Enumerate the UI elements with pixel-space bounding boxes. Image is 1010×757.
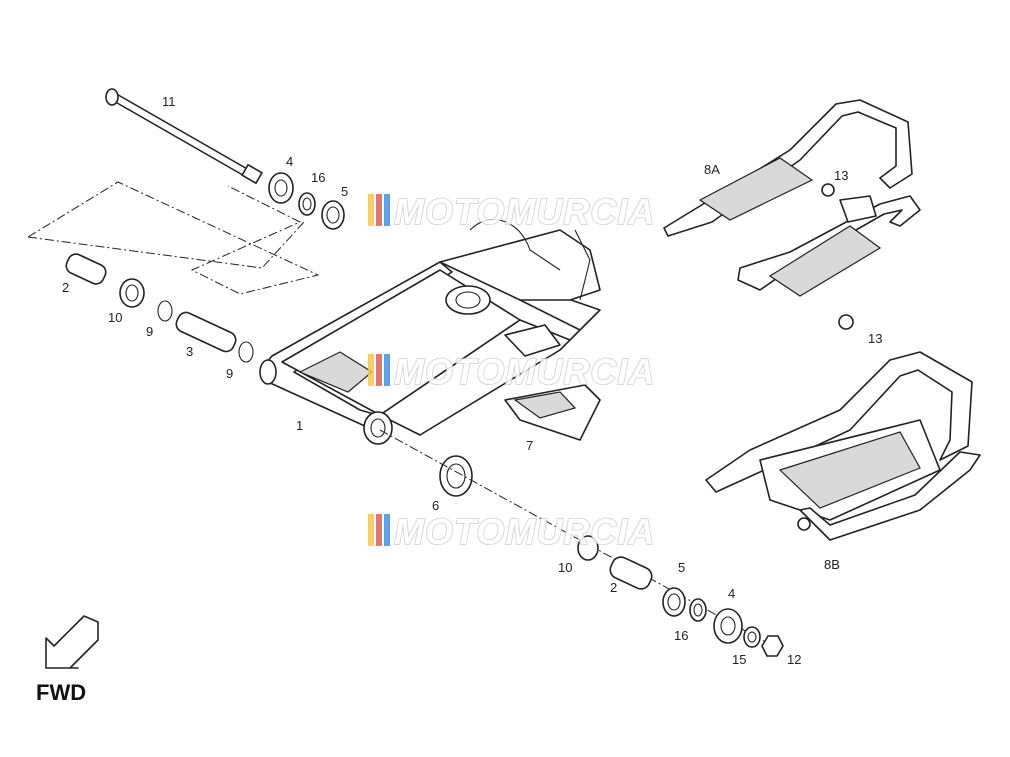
callout-10-bottom: 10 [558,560,572,575]
seal-top-part [321,200,345,230]
swingarm-part [259,219,601,445]
watermark-bottom: MOTOMURCIA [368,510,655,553]
callout-2-bottom: 2 [610,580,617,595]
svg-text:MOTOMURCIA: MOTOMURCIA [394,511,655,552]
callout-13-bottom: 13 [868,331,882,346]
footpeg-8a-part [663,99,921,330]
washer-bottom-part [689,598,707,622]
callout-labels: 11 4 16 5 2 10 9 3 9 1 6 7 10 2 5 4 16 1… [62,94,882,667]
nut-12-part [761,635,784,657]
assembly-group-outline-inner [27,221,305,269]
callout-4-bottom: 4 [728,586,735,601]
spacer-tube-part [175,311,237,353]
assembly-group-outline [27,181,320,295]
bushing-right-part [609,556,653,590]
callout-6: 6 [432,498,439,513]
forward-direction-label: FWD [36,680,86,705]
callout-8a: 8A [704,162,720,177]
seal-bottom-part [662,587,686,617]
forward-arrow-icon [45,615,99,669]
bearing-top-part [268,172,294,204]
callout-11: 11 [162,94,176,109]
washer-15-part [743,626,761,648]
callout-16-top: 16 [311,170,325,185]
circlip-left-part [157,300,173,322]
circlip-right-part [238,341,254,363]
watermark-middle: MOTOMURCIA [368,350,655,393]
callout-15: 15 [732,652,746,667]
washer-top-part [298,192,316,216]
callout-10-top: 10 [108,310,122,325]
callout-5-top: 5 [341,184,348,199]
seal-6-part [439,455,473,497]
callout-9-right: 9 [226,366,233,381]
callout-13-top: 13 [834,168,848,183]
footpeg-8b-part [705,351,981,541]
bushing-left-part [65,253,107,285]
needle-bearing-right-part [577,535,599,561]
callout-8b: 8B [824,557,840,572]
callout-2-top: 2 [62,280,69,295]
chain-slider-part [504,324,601,441]
svg-text:MOTOMURCIA: MOTOMURCIA [394,351,655,392]
callout-12: 12 [787,652,801,667]
watermark-top: MOTOMURCIA [368,190,655,233]
callout-7: 7 [526,438,533,453]
callout-9-left: 9 [146,324,153,339]
pivot-shaft-part [105,88,263,184]
callout-1: 1 [296,418,303,433]
callout-4-top: 4 [286,154,293,169]
svg-text:MOTOMURCIA: MOTOMURCIA [394,191,655,232]
callout-3: 3 [186,344,193,359]
callout-16-bottom: 16 [674,628,688,643]
needle-bearing-left-part [119,278,145,308]
bearing-bottom-part [713,608,743,644]
callout-5-bottom: 5 [678,560,685,575]
